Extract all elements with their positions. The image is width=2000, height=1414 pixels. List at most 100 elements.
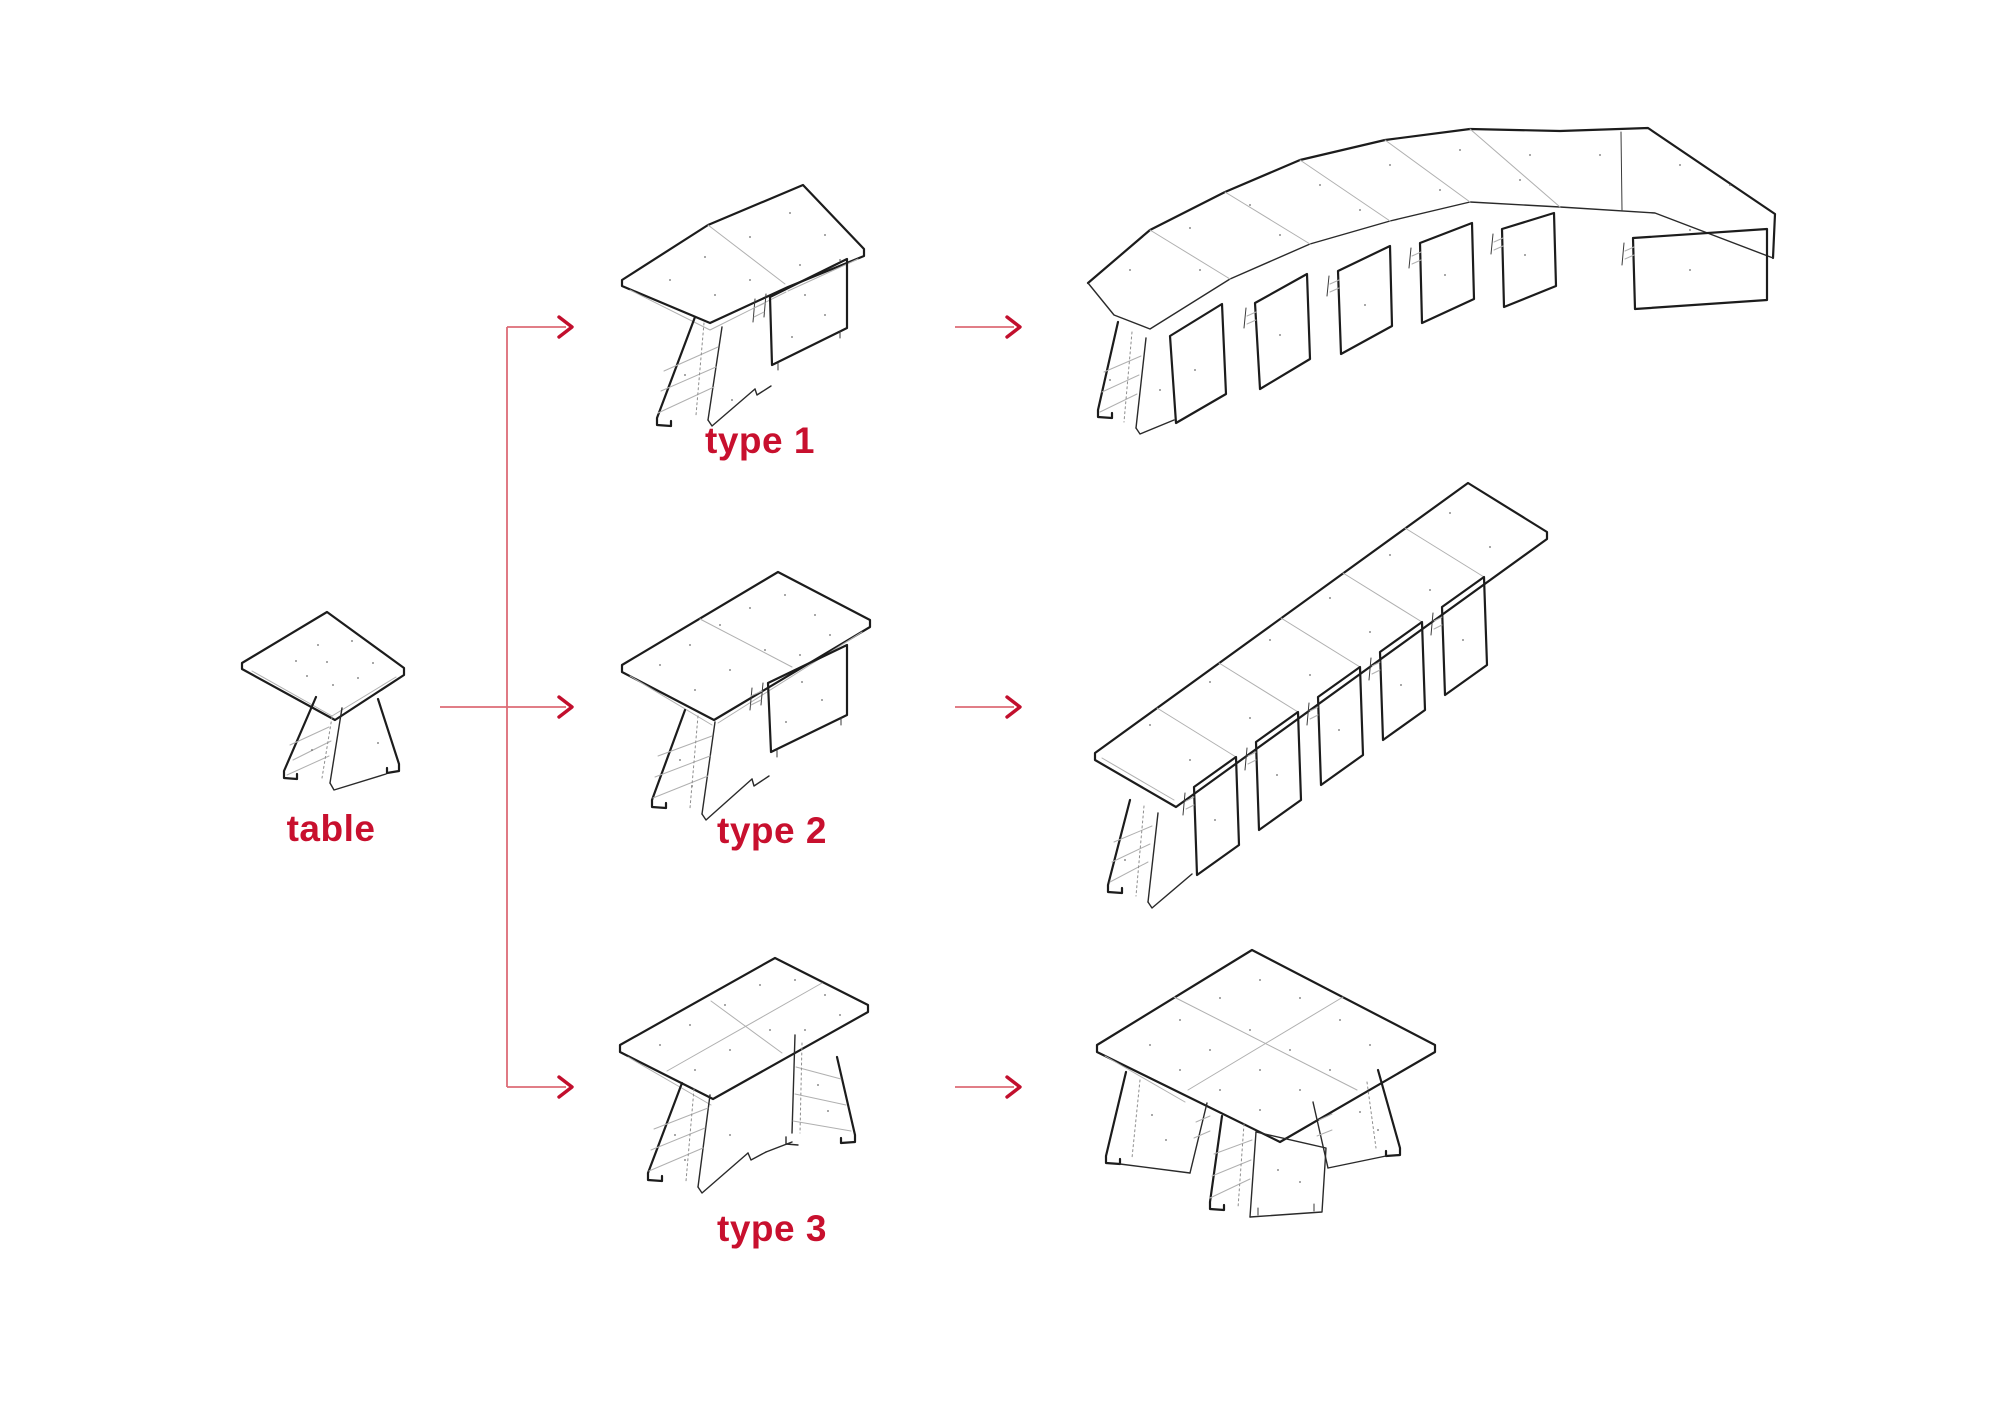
drawing-stroke: [799, 1042, 803, 1134]
plywood-dot: [814, 614, 816, 616]
plywood-dot: [1338, 729, 1340, 731]
drawing-stroke: [1329, 287, 1340, 293]
plywood-dot: [372, 662, 374, 664]
plywood-dot: [1329, 597, 1331, 599]
drawing-stroke: [1093, 481, 1549, 809]
label-type-2: type 2: [717, 810, 827, 851]
plywood-dot: [1179, 1019, 1181, 1021]
drawing-stroke: [240, 610, 406, 722]
plywood-dot: [1209, 681, 1211, 683]
drawing-stroke: [1123, 331, 1133, 423]
drawing-stroke: [701, 721, 716, 815]
plywood-dot: [729, 669, 731, 671]
plywood-dot: [1214, 819, 1216, 821]
two-tables-inline-drawing: [620, 570, 872, 821]
plywood-dot: [1449, 512, 1451, 514]
drawing-stroke: [1182, 792, 1186, 816]
plywood-dot: [804, 294, 806, 296]
plywood-dot: [1489, 546, 1491, 548]
drawing-stroke: [1493, 245, 1504, 251]
plywood-dot: [749, 279, 751, 281]
drawing-stroke: [652, 775, 709, 799]
plywood-dot: [694, 689, 696, 691]
drawing-stroke: [1104, 1070, 1128, 1166]
drawing-stroke: [650, 1127, 706, 1151]
plywood-dot: [689, 1024, 691, 1026]
drawing-stroke: [1371, 661, 1381, 667]
drawing-stroke: [329, 773, 387, 791]
plywood-dot: [1462, 639, 1464, 641]
plywood-dot: [691, 785, 693, 787]
drawing-stroke: [1316, 1129, 1333, 1137]
drawing-stroke: [689, 715, 699, 809]
drawing-stroke: [1329, 279, 1340, 285]
drawing-stroke: [1135, 337, 1147, 429]
plywood-dot: [789, 212, 791, 214]
drawing-stroke: [1376, 1068, 1402, 1158]
plywood-dot: [1439, 189, 1441, 191]
drawing-stroke: [646, 1081, 684, 1183]
drawing-stroke: [657, 735, 713, 757]
plywood-dot: [799, 264, 801, 266]
drawing-stroke: [1336, 244, 1394, 356]
plywood-dot: [659, 664, 661, 666]
plywood-dot: [1269, 639, 1271, 641]
isometric-table-drawing: [240, 610, 406, 791]
plywood-dot: [839, 1014, 841, 1016]
drawing-stroke: [618, 956, 870, 1101]
drawing-stroke: [1156, 707, 1237, 758]
plywood-dot: [1524, 254, 1526, 256]
drawing-stroke: [1113, 825, 1153, 843]
drawing-stroke: [1624, 246, 1635, 252]
drawing-stroke: [750, 699, 762, 706]
drawing-stroke: [1493, 237, 1504, 243]
drawing-stroke: [1280, 617, 1361, 668]
drawing-stroke: [1187, 996, 1344, 1091]
plywood-dot: [1189, 227, 1191, 229]
drawing-stroke: [620, 183, 866, 325]
drawing-stroke: [321, 716, 333, 779]
drawing-stroke: [765, 1141, 793, 1153]
plywood-dot: [689, 644, 691, 646]
plywood-dot: [1279, 234, 1281, 236]
drawing-stroke: [697, 1152, 749, 1194]
plywood-dot: [311, 749, 313, 751]
single-table-figure: [230, 545, 430, 795]
plywood-dot: [332, 684, 334, 686]
drawing-stroke: [754, 385, 772, 396]
arrowhead-icon: [557, 315, 574, 339]
drawing-stroke: [660, 366, 717, 392]
plywood-dot: [1459, 149, 1461, 151]
drawing-stroke: [1218, 662, 1299, 713]
drawing-stroke: [286, 755, 330, 776]
plywood-dot: [731, 399, 733, 401]
drawing-stroke: [1149, 229, 1231, 280]
drawing-stroke: [1168, 302, 1228, 425]
label-type-1: type 1: [705, 420, 815, 461]
drawing-stroke: [794, 1093, 847, 1106]
drawing-stroke: [792, 1120, 852, 1132]
drawing-stroke: [1440, 575, 1489, 697]
plywood-dot: [799, 654, 801, 656]
drawing-stroke: [627, 1056, 712, 1106]
drawing-stroke: [752, 298, 756, 323]
plywood-dot: [1599, 154, 1601, 156]
plywood-dot: [377, 742, 379, 744]
plywood-dot: [801, 681, 803, 683]
drawing-stroke: [1254, 710, 1303, 832]
plywood-dot: [1219, 1089, 1221, 1091]
plywood-dot: [1689, 269, 1691, 271]
drawing-stroke: [1490, 233, 1494, 255]
plywood-dot: [714, 294, 716, 296]
drawing-stroke: [697, 1094, 711, 1188]
plywood-dot: [1249, 717, 1251, 719]
plywood-dot: [784, 594, 786, 596]
drawing-stroke: [1111, 843, 1151, 863]
plywood-dot: [839, 259, 841, 261]
plywood-dot: [1319, 184, 1321, 186]
drawing-stroke: [1306, 702, 1310, 726]
drawing-stroke: [1192, 755, 1241, 877]
linear-assembly-figure: [1070, 470, 1730, 920]
type2-module-figure: [600, 560, 900, 821]
arrowhead-icon: [557, 695, 574, 719]
